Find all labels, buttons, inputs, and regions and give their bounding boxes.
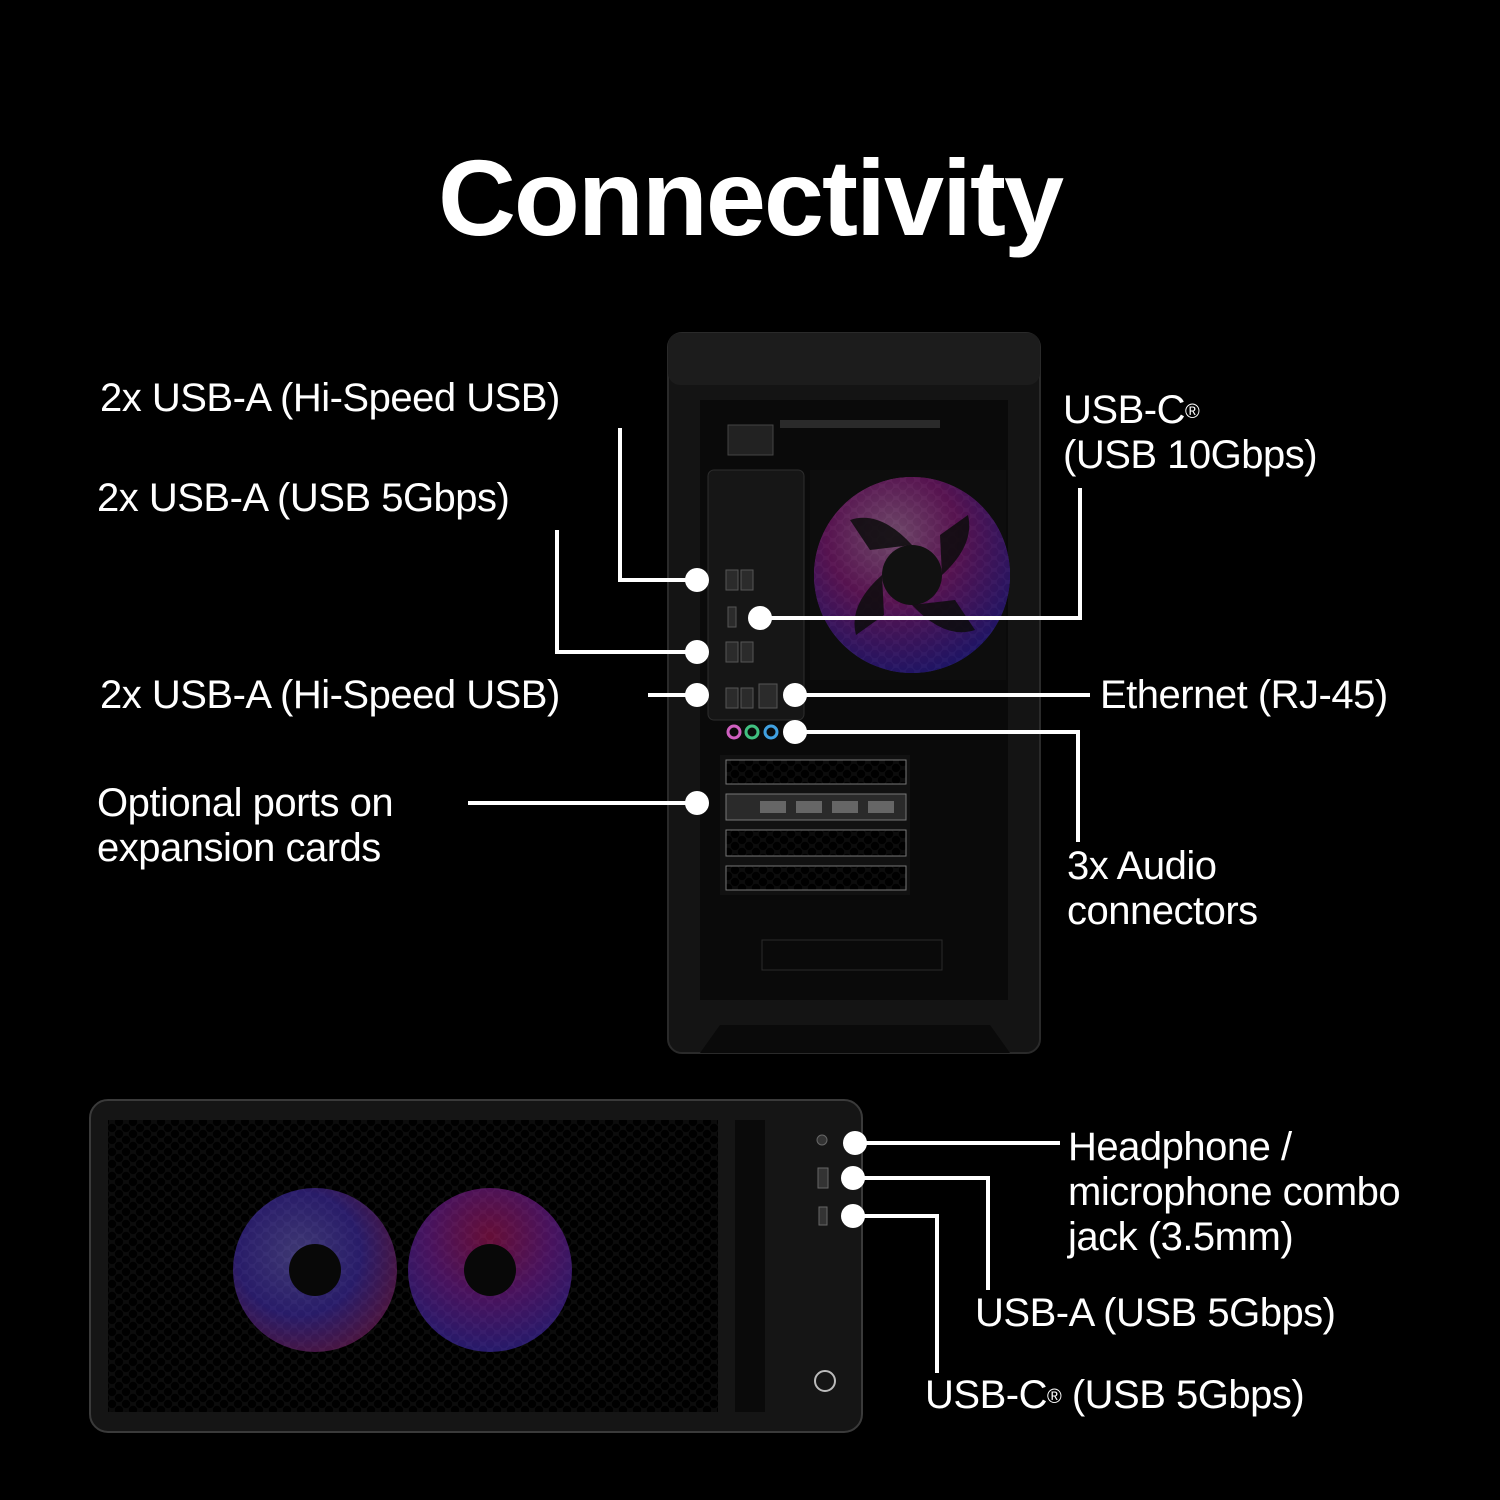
label-line: (USB 10Gbps)	[1063, 433, 1318, 477]
label-line: Headphone /	[1068, 1125, 1292, 1169]
label-line: connectors	[1067, 889, 1258, 933]
label-front-usb-a: USB-A (USB 5Gbps)	[975, 1291, 1336, 1335]
tower-top-view	[89, 1099, 863, 1433]
label-usb-c-10gbps: USB-C® (USB 10Gbps)	[1063, 388, 1318, 478]
label-ethernet: Ethernet (RJ-45)	[1100, 673, 1388, 717]
label-line: expansion cards	[97, 826, 381, 870]
label-line: Optional ports on	[97, 781, 394, 825]
label-usb-a-5gbps: 2x USB-A (USB 5Gbps)	[97, 476, 510, 520]
label-headphone-jack: Headphone / microphone combo jack (3.5mm…	[1068, 1125, 1401, 1260]
label-line: USB-C	[1063, 388, 1185, 432]
label-line: 3x Audio	[1067, 844, 1217, 888]
registered-mark: ®	[1046, 1386, 1062, 1408]
callout-dots	[685, 568, 867, 1228]
label-line: microphone combo	[1068, 1170, 1401, 1214]
callout-lines	[468, 428, 1090, 1373]
label-usb-a-hispeed-bottom: 2x USB-A (Hi-Speed USB)	[100, 673, 560, 717]
label-text: USB-C	[925, 1373, 1047, 1417]
label-front-usb-c: USB-C® (USB 5Gbps)	[925, 1373, 1305, 1418]
label-expansion-ports: Optional ports on expansion cards	[97, 781, 394, 871]
label-usb-a-hispeed-top: 2x USB-A (Hi-Speed USB)	[100, 376, 560, 420]
label-line: jack (3.5mm)	[1068, 1215, 1294, 1259]
label-audio: 3x Audio connectors	[1067, 844, 1258, 934]
label-text: (USB 5Gbps)	[1061, 1373, 1305, 1417]
page-title: Connectivity	[437, 137, 1064, 258]
power-button-icon	[814, 1370, 836, 1392]
registered-mark: ®	[1184, 401, 1200, 423]
expansion-slots	[720, 755, 910, 895]
